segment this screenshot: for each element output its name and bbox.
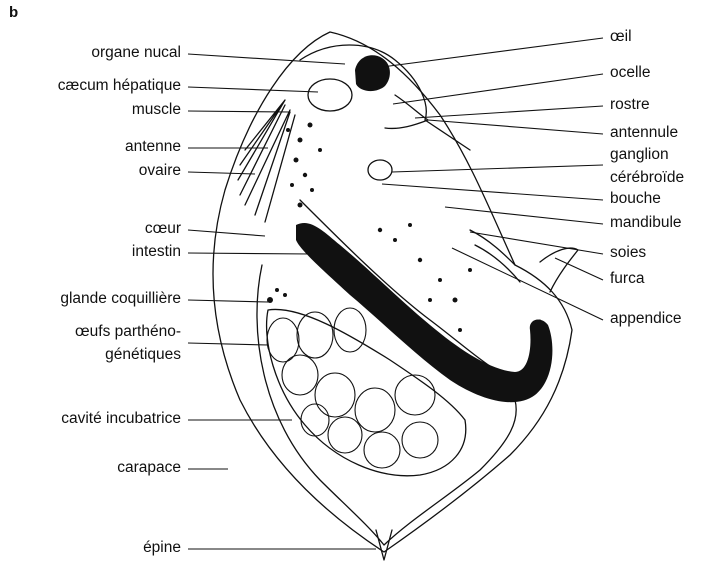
- label-oeufs-line1: œufs parthéno-: [75, 323, 181, 341]
- leader-caecum: [188, 87, 318, 92]
- label-ovaire: ovaire: [139, 162, 181, 180]
- egg: [315, 373, 355, 417]
- label-cavite-incubatrice: cavité incubatrice: [61, 410, 181, 428]
- leader-coeur: [188, 230, 265, 236]
- label-glande-coquilliere: glande coquillière: [60, 290, 181, 308]
- label-ocelle: ocelle: [610, 64, 651, 82]
- label-soies: soies: [610, 244, 646, 262]
- label-organe-nucal: organe nucal: [91, 44, 181, 62]
- setae-lines: [470, 230, 520, 282]
- label-oeufs-line2: génétiques: [105, 346, 181, 364]
- label-muscle: muscle: [132, 101, 181, 119]
- egg: [364, 432, 400, 468]
- leader-bouche: [382, 184, 603, 200]
- leader-muscle: [188, 111, 290, 112]
- label-oeil: œil: [610, 28, 632, 46]
- label-mandibule: mandibule: [610, 214, 682, 232]
- label-bouche: bouche: [610, 190, 661, 208]
- label-caecum-hepatique: cæcum hépatique: [58, 77, 181, 95]
- label-carapace: carapace: [117, 459, 181, 477]
- antenna-fan: [238, 100, 295, 222]
- label-appendice: appendice: [610, 310, 682, 328]
- leader-rostre: [415, 106, 603, 118]
- leader-mandibule: [445, 207, 603, 224]
- label-antennule: antennule: [610, 124, 678, 142]
- label-ganglion-line1: ganglion: [610, 146, 669, 164]
- egg: [301, 404, 329, 436]
- caecum-shape: [308, 79, 352, 111]
- leader-ganglion: [392, 165, 603, 172]
- leader-glande: [188, 300, 268, 302]
- label-furca: furca: [610, 270, 644, 288]
- compound-eye: [355, 55, 390, 91]
- leader-furca: [555, 258, 603, 280]
- egg: [395, 375, 435, 415]
- label-epine: épine: [143, 539, 181, 557]
- egg: [355, 388, 395, 432]
- intestine-dark: [296, 223, 552, 402]
- label-antenne: antenne: [125, 138, 181, 156]
- leader-appendice: [452, 248, 603, 320]
- leader-antennule: [428, 120, 603, 134]
- label-rostre: rostre: [610, 96, 650, 114]
- egg: [282, 355, 318, 395]
- leader-intestin: [188, 253, 312, 254]
- label-intestin: intestin: [132, 243, 181, 261]
- egg: [328, 417, 362, 453]
- egg: [402, 422, 438, 458]
- leader-oeufs: [188, 343, 268, 345]
- leader-ocelle: [393, 74, 603, 104]
- leader-oeil: [382, 38, 603, 67]
- label-coeur: cœur: [145, 220, 181, 238]
- leader-organe-nucal: [188, 54, 345, 64]
- egg: [267, 318, 299, 362]
- leader-ovaire: [188, 172, 255, 174]
- label-ganglion-line2: cérébroïde: [610, 169, 684, 187]
- ganglion-shape: [368, 160, 392, 180]
